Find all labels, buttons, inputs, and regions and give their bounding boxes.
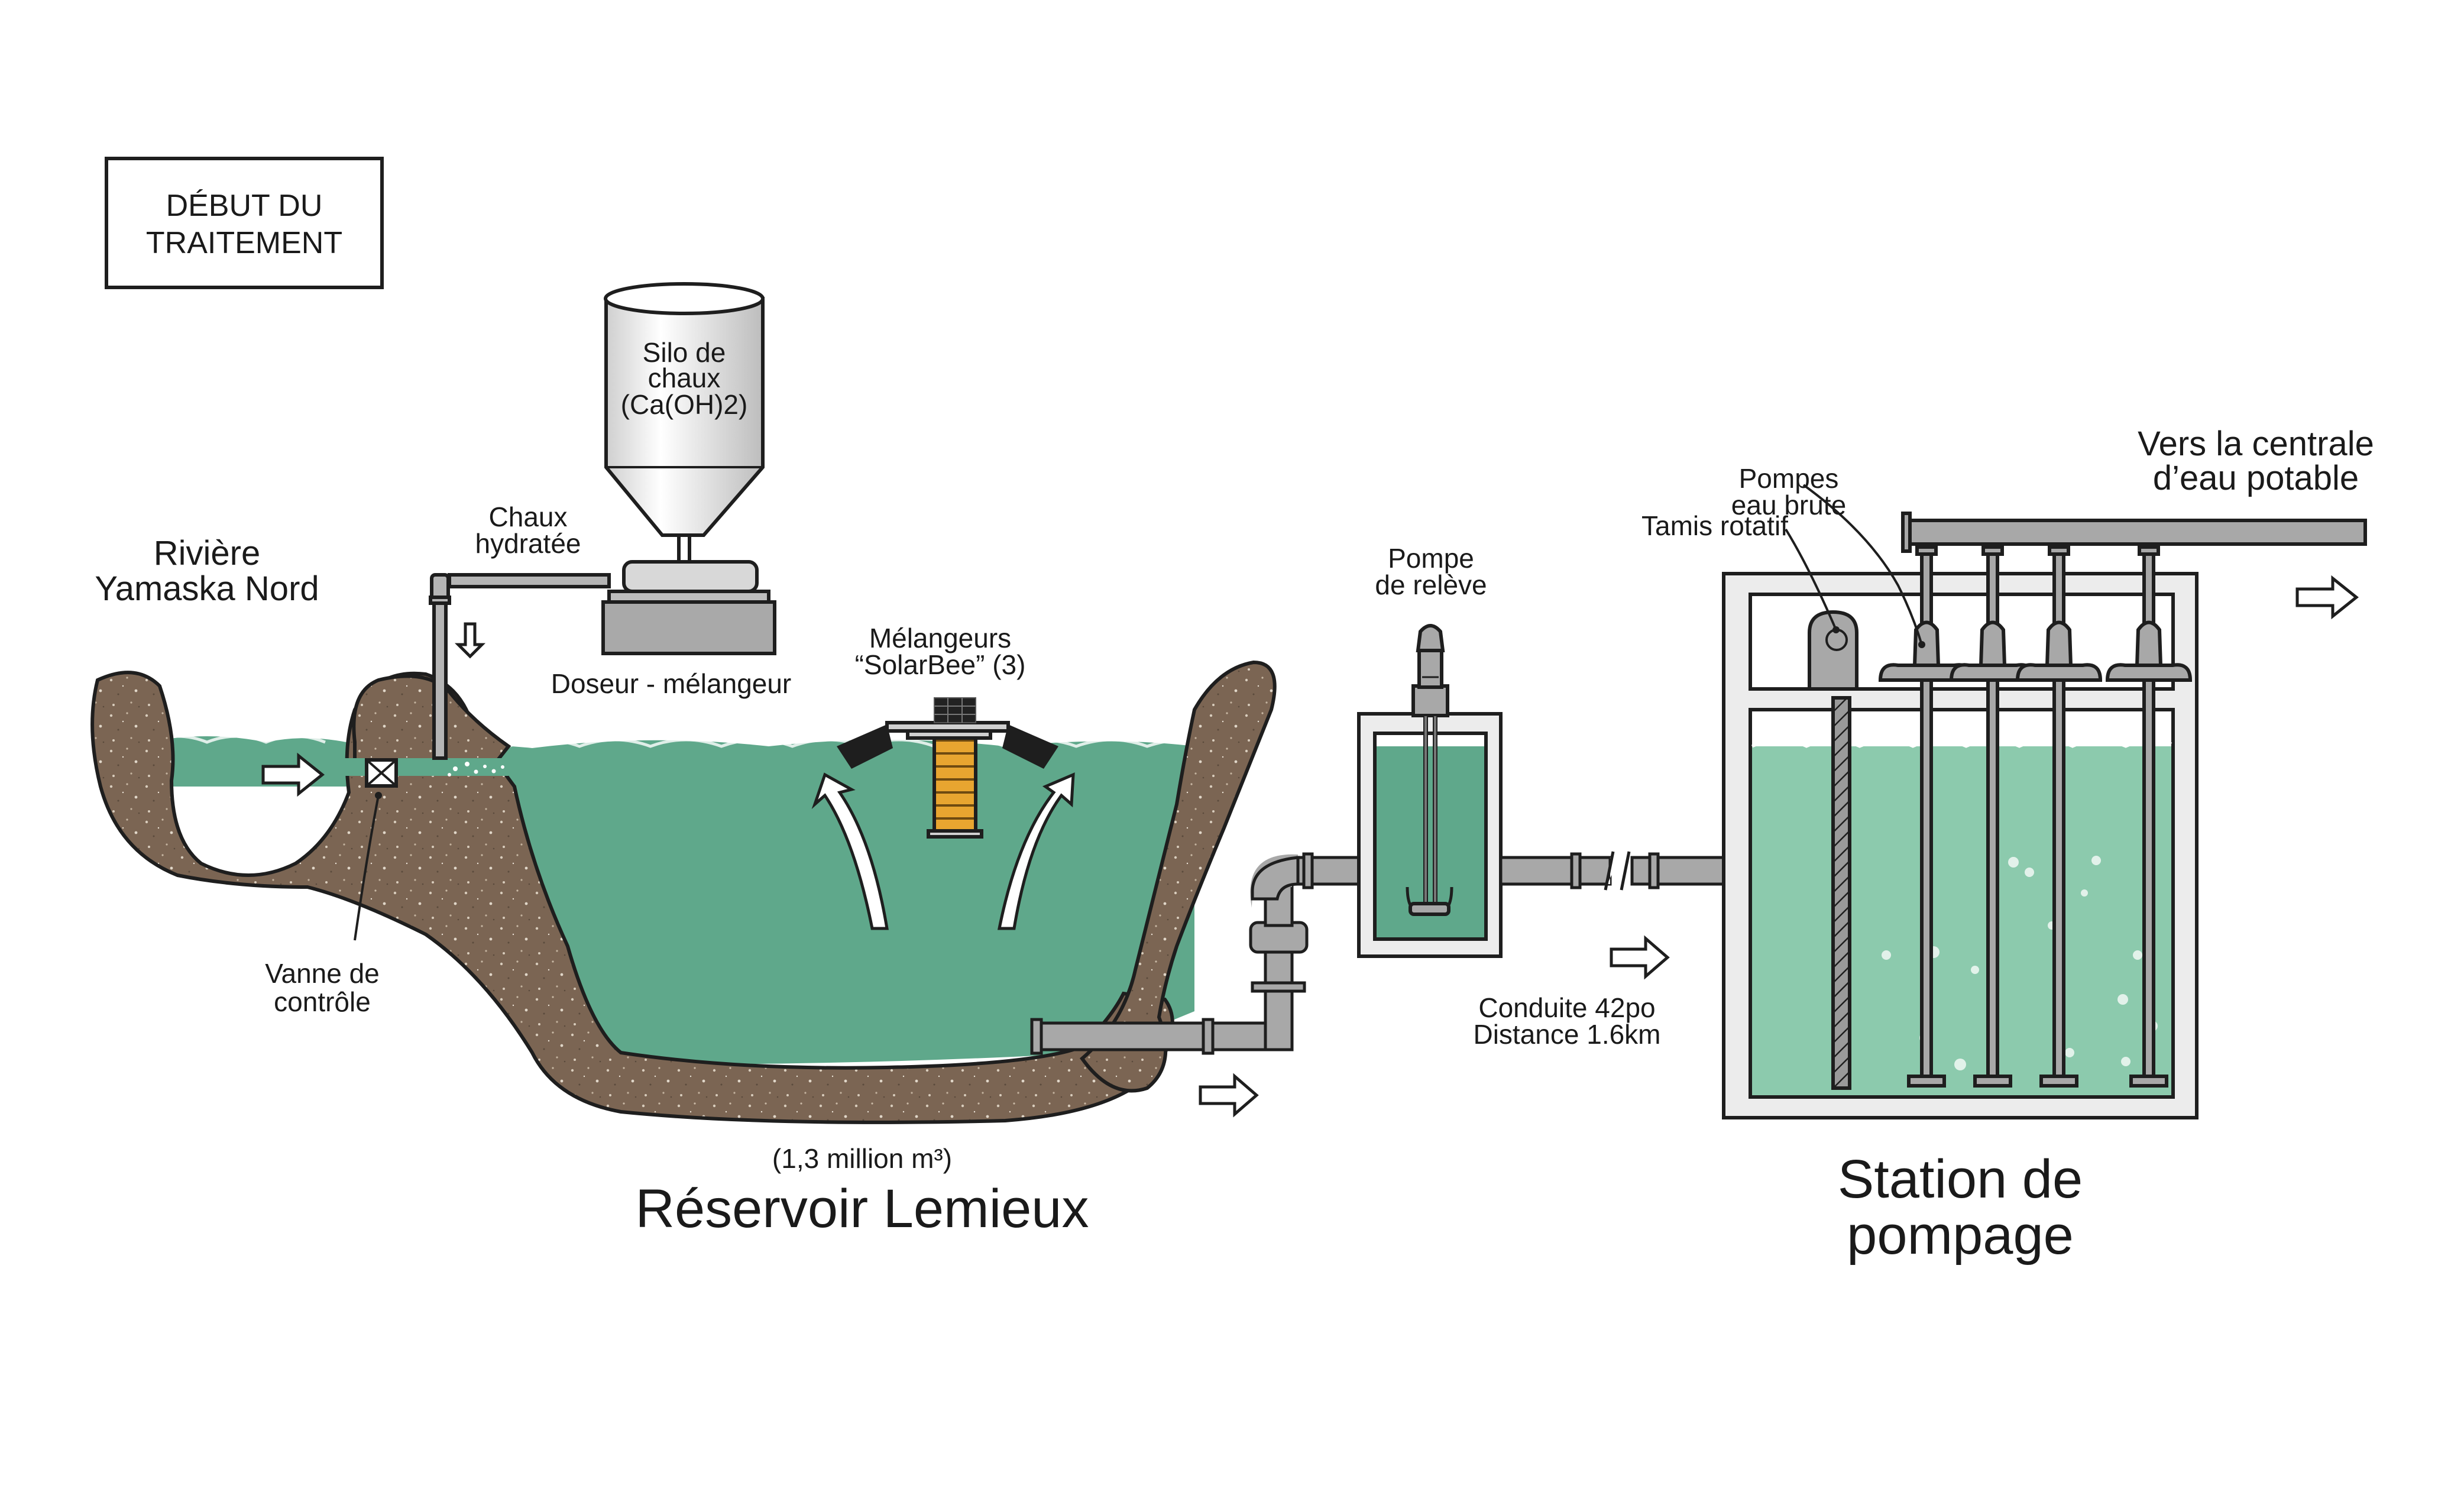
destination-label-line-2: d’eau potable [2153,459,2359,497]
start-box-line-1: DÉBUT DU [166,189,323,223]
raw-water-pump-4 [2105,542,2193,1088]
inflow-channel [319,758,509,776]
mixers-label: Mélangeurs “SolarBee” (3) [855,623,1026,680]
reservoir-lemieux [90,660,1277,1124]
lift-pump-label-line-1: Pompe [1388,543,1474,574]
silo-label-line-3: (Ca(OH)2) [621,389,748,420]
lime-label-line-1: Chaux [489,501,568,532]
start-box-line-2: TRAITEMENT [146,226,342,260]
circulation-arrow-right [997,772,1075,930]
destination-label-line-1: Vers la centrale [2138,425,2374,463]
pumps-leader [1802,484,1923,645]
station-name-line-2: pompage [1847,1205,2074,1266]
conduit-label-line-1: Conduite 42po [1478,992,1655,1023]
river-label: Rivière Yamaska Nord [95,534,319,608]
reservoir-name: Réservoir Lemieux [636,1179,1089,1239]
conduit-label-line-2: Distance 1.6km [1473,1019,1660,1050]
earth-left-bank [90,671,1174,1124]
valve-label-line-1: Vanne de [265,958,380,989]
raw-water-pump-3 [2015,542,2103,1088]
start-of-treatment-box: DÉBUT DU TRAITEMENT [105,157,384,289]
doser-label: Doseur - mélangeur [551,668,792,699]
doser-mixer [601,560,776,655]
circulation-arrow-left [811,772,889,930]
discharge-header [1901,512,2367,553]
outflow-arrow-reservoir [1199,1073,1259,1118]
screen-label: Tamis rotatif [1641,510,1788,541]
reservoir-outlet-pipe [1030,852,1364,1055]
valve-label-line-2: contrôle [274,986,371,1017]
screen-leader [1785,528,1837,630]
conduit-flow-arrow [1610,935,1670,980]
lift-pump-label: Pompe de relève [1375,543,1487,600]
lime-feed-pipe [429,573,611,760]
silo-label-line-2: chaux [648,363,721,393]
reservoir-volume: (1,3 million m³) [772,1143,952,1174]
lime-down-arrow [454,622,486,659]
conduit-label: Conduite 42po Distance 1.6km [1473,992,1660,1050]
inflow-arrow [261,752,325,797]
dike-mound [352,674,511,771]
control-valve-label: Vanne de contrôle [265,958,380,1017]
rotary-screen [1831,696,1851,1090]
mixers-label-line-1: Mélangeurs [869,623,1011,653]
mixers-label-line-2: “SolarBee” (3) [855,649,1026,680]
hydrated-lime-label: Chaux hydratée [475,501,581,559]
raw-water-pump-1 [1878,542,1975,1088]
solarbee-mixer [837,697,1058,839]
pumping-station [1722,572,2199,1119]
station-callouts: Pompes eau brute Tamis rotatif Vers la c… [1641,425,2374,1266]
to-plant-arrow [2295,575,2359,620]
raw-water-pump-2 [1949,542,2036,1088]
river-label-line-2: Yamaska Nord [95,569,319,608]
silo-label-line-1: Silo de [643,337,726,368]
station-name-line-1: Station de [1838,1149,2083,1209]
lift-pump-label-line-2: de relève [1375,569,1487,600]
lift-pump [1357,624,1503,958]
pumps-label-line-1: Pompes [1739,463,1839,494]
lime-label-line-2: hydratée [475,528,581,559]
pumps-label-line-2: eau brute [1731,490,1846,520]
earth-right-bank [1079,660,1277,1093]
control-valve [354,758,398,941]
reservoir-labels: (1,3 million m³) Réservoir Lemieux [636,1143,1089,1239]
river-label-line-1: Rivière [154,534,261,572]
lime-silo: Silo de chaux (Ca(OH)2) [604,282,765,565]
